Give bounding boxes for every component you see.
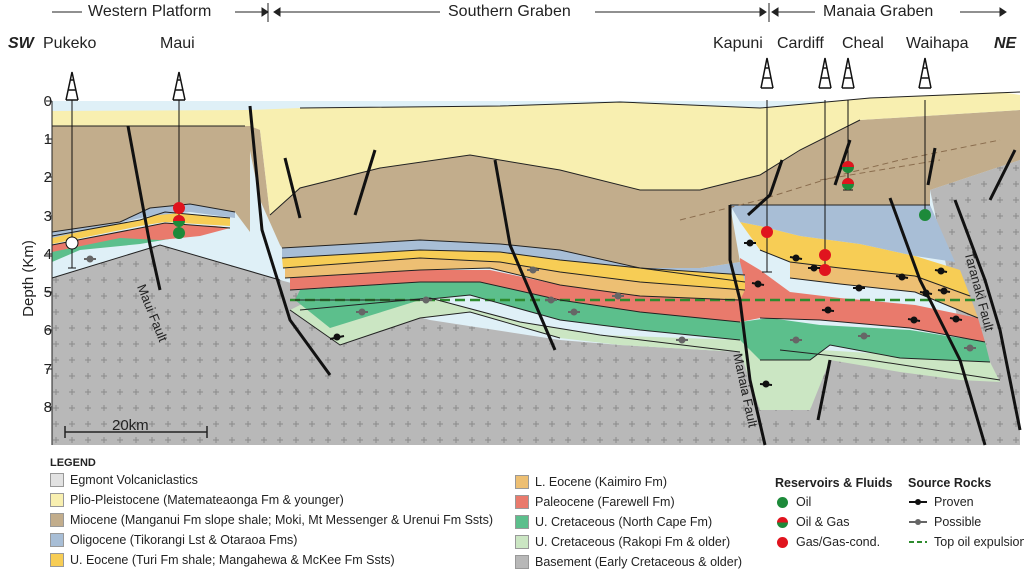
proven-source-markers	[329, 239, 963, 388]
swatch-ucret-rakopi	[515, 535, 529, 549]
swatch-ueocene	[50, 553, 64, 567]
legend-item-ucret-north: U. Cretaceous (North Cape Fm)	[515, 514, 712, 530]
legend-item-ucret-rakopi: U. Cretaceous (Rakopi Fm & older)	[515, 534, 730, 550]
segment-manaia-graben: Manaia Graben	[823, 3, 934, 20]
well-label-cheal: Cheal	[842, 35, 884, 52]
well-label-kapuni: Kapuni	[713, 35, 763, 52]
section-divider-arrows	[52, 3, 1007, 22]
leocene-layer	[285, 258, 745, 300]
reservoir-marker-cheal-2-top	[842, 178, 854, 184]
depth-tick: 8	[43, 399, 52, 416]
top-oil-expulsion-icon	[909, 541, 927, 543]
scale-bar	[64, 426, 208, 438]
depth-tick: 0	[43, 93, 52, 110]
ueocene-right	[740, 222, 970, 296]
legend-item-volcanic: Egmont Volcaniclastics	[50, 472, 198, 488]
legend-item-top-oil: Top oil expulsion	[908, 534, 1024, 550]
oligocene-layer	[282, 240, 745, 282]
swatch-paleocene	[515, 495, 529, 509]
miocene-clinoform-line-2	[819, 159, 941, 181]
legend-reservoirs-title: Reservoirs & Fluids	[775, 476, 893, 490]
reservoir-markers	[65, 161, 931, 276]
segment-western-platform: Western Platform	[88, 3, 212, 20]
oil-gas-dot-icon	[777, 516, 788, 528]
swatch-leocene	[515, 475, 529, 489]
gas-dot-icon	[777, 536, 788, 548]
northcape-left	[52, 232, 175, 262]
well-label-pukeko: Pukeko	[43, 35, 97, 52]
plio-layer	[52, 92, 1020, 215]
proven-source-icon	[909, 499, 927, 505]
legend-title: LEGEND	[50, 457, 96, 469]
depth-tick: 5	[43, 284, 52, 301]
miocene-layer	[52, 110, 1020, 268]
depth-tick: 6	[43, 322, 52, 339]
derricks	[65, 57, 932, 101]
swatch-miocene	[50, 513, 64, 527]
reservoir-marker-waihapa	[919, 209, 931, 221]
direction-sw: SW	[8, 35, 34, 52]
depth-axis	[46, 100, 53, 445]
basement-pattern-right-plus	[930, 160, 1020, 445]
depth-tick: 1	[43, 131, 52, 148]
leocene-right	[790, 262, 978, 318]
oil-dot-icon	[777, 496, 788, 508]
swatch-oligocene	[50, 533, 64, 547]
reservoir-marker-pukeko	[65, 236, 79, 250]
swatch-plio	[50, 493, 64, 507]
paleocene-left	[52, 223, 230, 252]
possible-source-icon	[909, 519, 927, 525]
well-label-waihapa: Waihapa	[906, 35, 969, 52]
legend-item-proven: Proven	[908, 494, 974, 510]
possible-source-markers	[84, 255, 976, 352]
legend-item-plio: Plio-Pleistocene (Matemateaonga Fm & you…	[50, 492, 344, 508]
fault-lines	[126, 105, 1022, 446]
ueocene-layer	[282, 250, 745, 290]
legend-item-miocene: Miocene (Manganui Fm slope shale; Moki, …	[50, 512, 493, 528]
depth-tick: 3	[43, 208, 52, 225]
scale-bar-label: 20km	[112, 417, 149, 434]
well-label-cardiff: Cardiff	[777, 35, 824, 52]
well-label-maui: Maui	[160, 35, 195, 52]
northcape-layer	[295, 282, 990, 362]
legend-item-leocene: L. Eocene (Kaimiro Fm)	[515, 474, 667, 490]
segment-southern-graben: Southern Graben	[448, 3, 571, 20]
legend: LEGEND Egmont Volcaniclastics Plio-Pleis…	[0, 452, 1024, 572]
depth-axis-label: Depth (Km)	[19, 240, 37, 317]
reservoir-marker-maui-oilgas-top	[173, 215, 185, 221]
reservoir-marker-cardiff-2	[819, 264, 831, 276]
legend-source-title: Source Rocks	[908, 476, 992, 490]
swatch-ucret-north	[515, 515, 529, 529]
depth-tick: 7	[43, 361, 52, 378]
reservoir-marker-maui-gas	[173, 202, 185, 214]
legend-item-possible: Possible	[908, 514, 981, 530]
legend-item-oil: Oil	[777, 494, 811, 510]
depth-tick: 4	[43, 246, 52, 263]
reservoir-marker-cardiff-1	[819, 249, 831, 261]
reservoir-marker-cheal-1-top	[842, 161, 854, 167]
direction-ne: NE	[994, 35, 1017, 52]
cross-section-svg	[46, 3, 1022, 446]
reservoir-marker-kapuni	[761, 226, 773, 238]
ueocene-left	[52, 212, 230, 244]
swatch-volcanic	[50, 473, 64, 487]
legend-item-oligocene: Oligocene (Tikorangi Lst & Otaraoa Fms)	[50, 532, 297, 548]
depth-tick: 2	[43, 169, 52, 186]
source-rock-markers	[84, 239, 976, 388]
legend-item-oil-gas: Oil & Gas	[777, 514, 850, 530]
legend-item-gas: Gas/Gas-cond.	[777, 534, 880, 550]
swatch-basement	[515, 555, 529, 569]
reservoir-marker-maui-oil	[173, 227, 185, 239]
legend-item-basement: Basement (Early Cretaceous & older)	[515, 554, 742, 570]
well-bores	[68, 100, 926, 273]
legend-item-ueocene: U. Eocene (Turi Fm shale; Mangahewa & Mc…	[50, 552, 395, 568]
legend-item-paleocene: Paleocene (Farewell Fm)	[515, 494, 675, 510]
